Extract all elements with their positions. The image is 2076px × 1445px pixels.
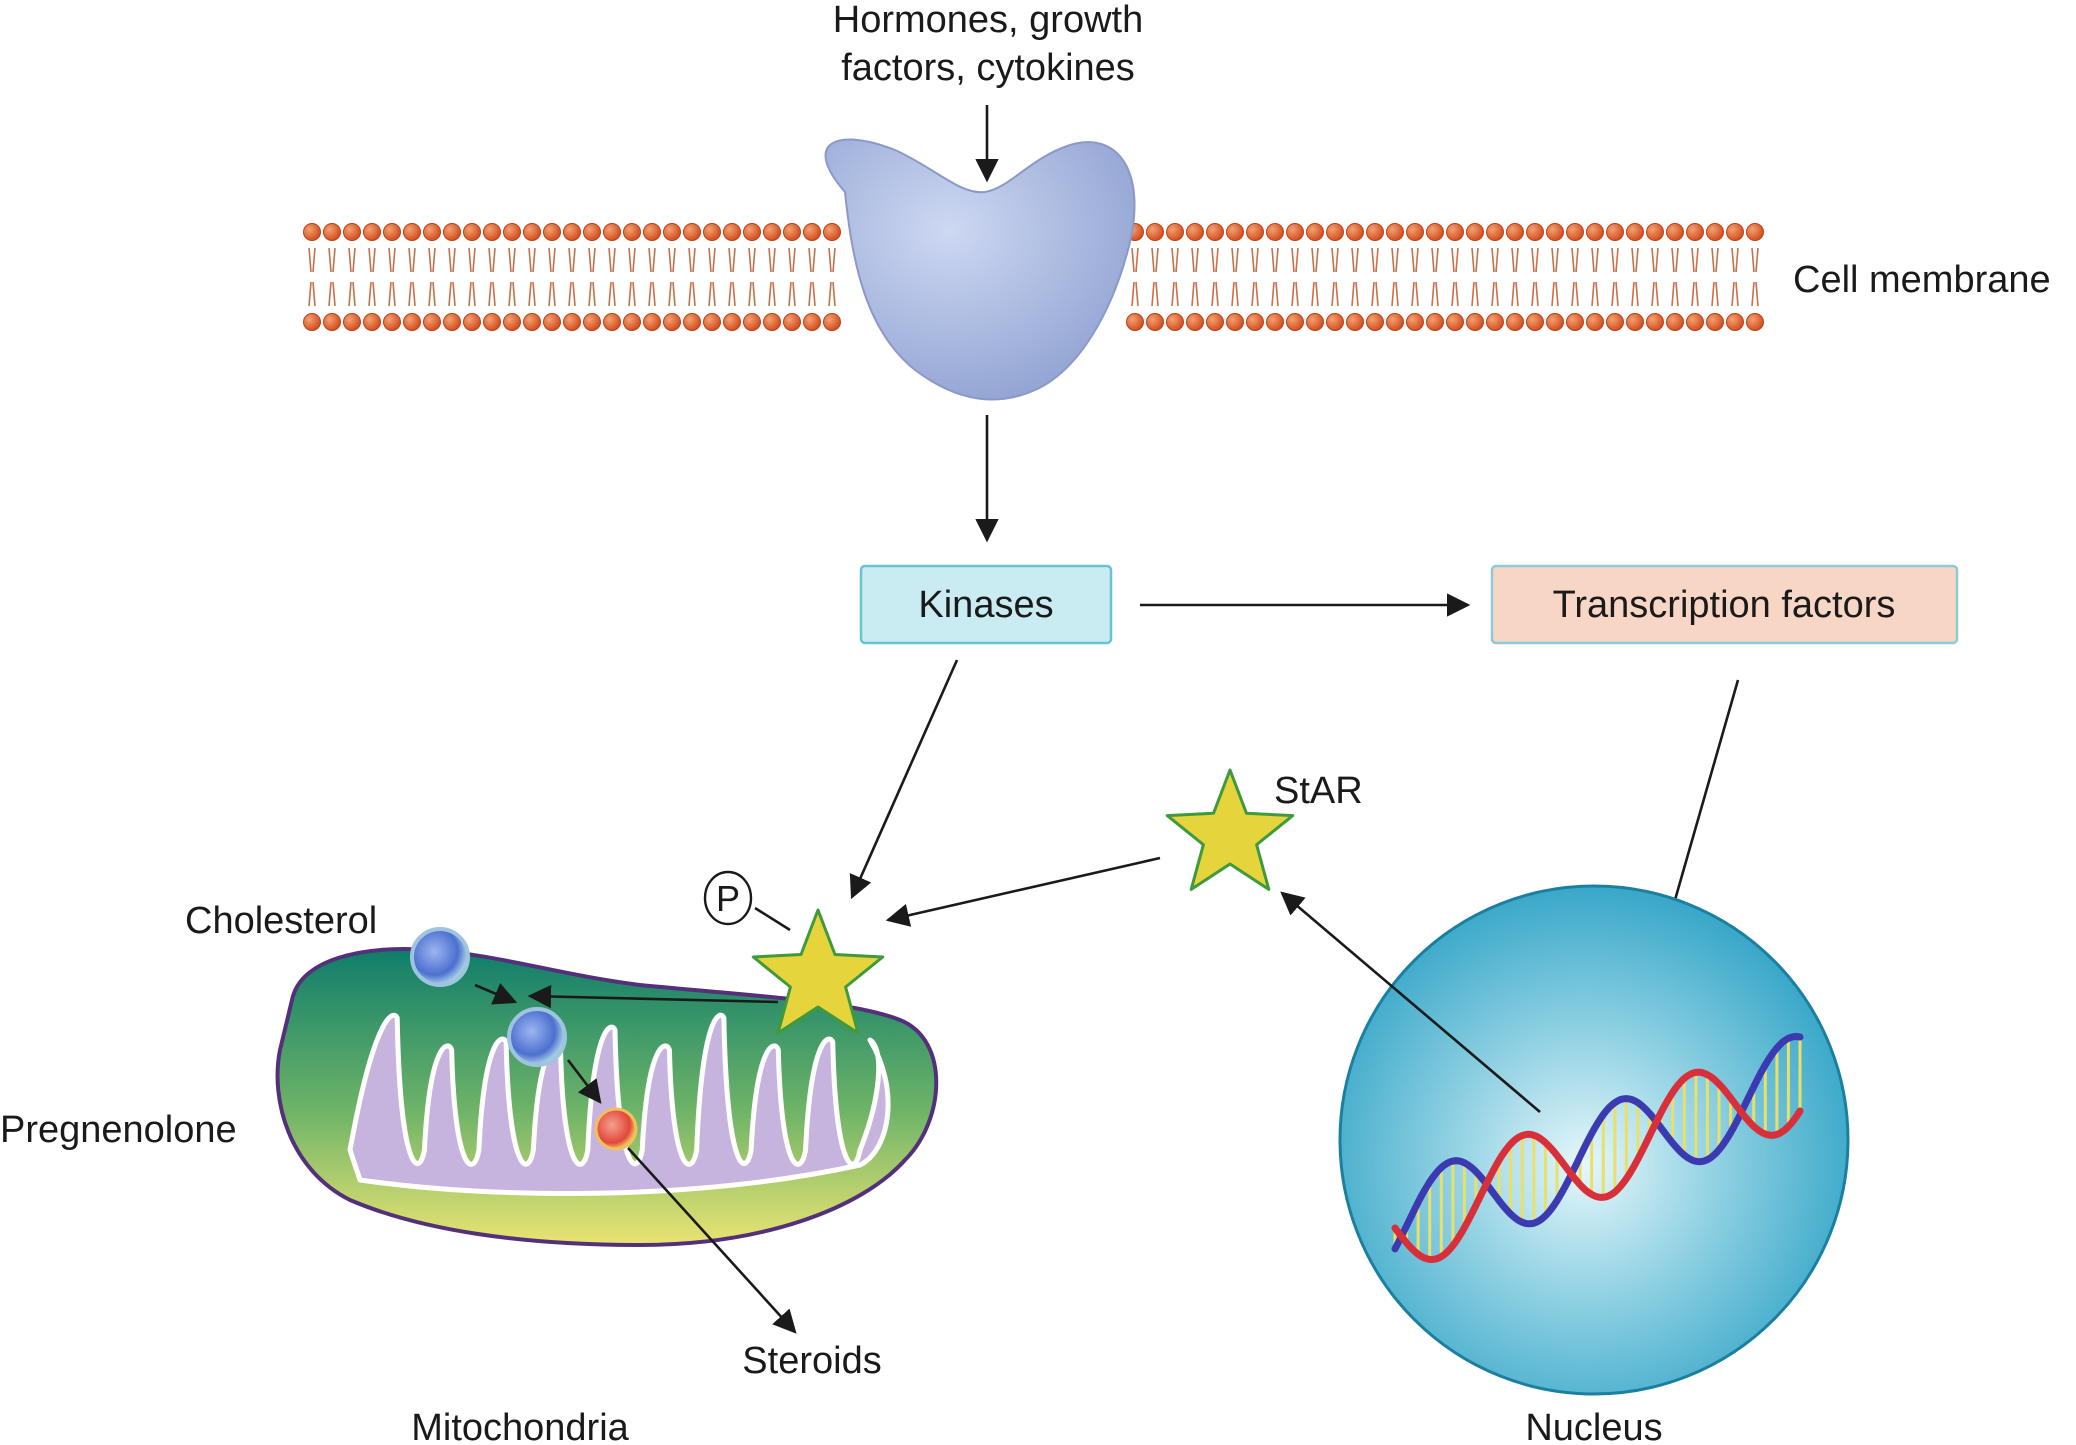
star-label: StAR: [1274, 770, 1363, 812]
mitochondrion-cristae: [347, 1012, 891, 1197]
cell-membrane-bilayer: [303, 223, 1764, 331]
signals-label-line2: factors, cytokines: [841, 47, 1135, 89]
transcription-factors-box: [1490, 564, 1959, 645]
cholesterol-molecule-outer: [410, 927, 470, 987]
nucleus-label: Nucleus: [1525, 1407, 1662, 1445]
kinases-box: [859, 564, 1113, 645]
transcription-factors-label: Transcription factors: [1553, 584, 1896, 626]
phosphate-connector: [754, 906, 791, 932]
arrow-pregnenolone-to-steroids: [627, 1147, 797, 1334]
dna-strand-red: [1391, 1068, 1804, 1264]
phosphate-label: P: [716, 878, 740, 919]
arrow-star-to-mitochondrion: [527, 984, 779, 1009]
mitochondria-label: Mitochondria: [411, 1407, 629, 1445]
cholesterol-label: Cholesterol: [185, 900, 377, 942]
signals-label-line1: Hormones, growth: [833, 0, 1143, 41]
star-protein-icon: [1165, 768, 1295, 891]
nucleus: [1338, 884, 1850, 1396]
cholesterol-molecule-inner: [507, 1007, 567, 1067]
pregnenolone-label: Pregnenolone: [0, 1109, 237, 1151]
arrow-star-to-phospho-star: [885, 856, 1161, 927]
arrow-dna-to-star: [1280, 891, 1541, 1113]
phosphate-badge: [703, 870, 753, 926]
cell-membrane-label: Cell membrane: [1793, 259, 2051, 301]
arrow-cholesterol-to-pregnenolone: [566, 1059, 602, 1104]
steroids-label: Steroids: [742, 1340, 881, 1382]
arrow-cholesterol-in: [474, 982, 518, 1005]
phosphorylated-star-protein-icon: [751, 908, 885, 1035]
dna-strand-blue: [1391, 1032, 1804, 1253]
arrow-kinases-to-phospho-star: [849, 659, 959, 900]
kinases-label: Kinases: [918, 584, 1053, 626]
pregnenolone-molecule: [594, 1107, 638, 1151]
dna-double-helix: [1391, 1032, 1804, 1264]
membrane-receptor: [824, 138, 1136, 401]
